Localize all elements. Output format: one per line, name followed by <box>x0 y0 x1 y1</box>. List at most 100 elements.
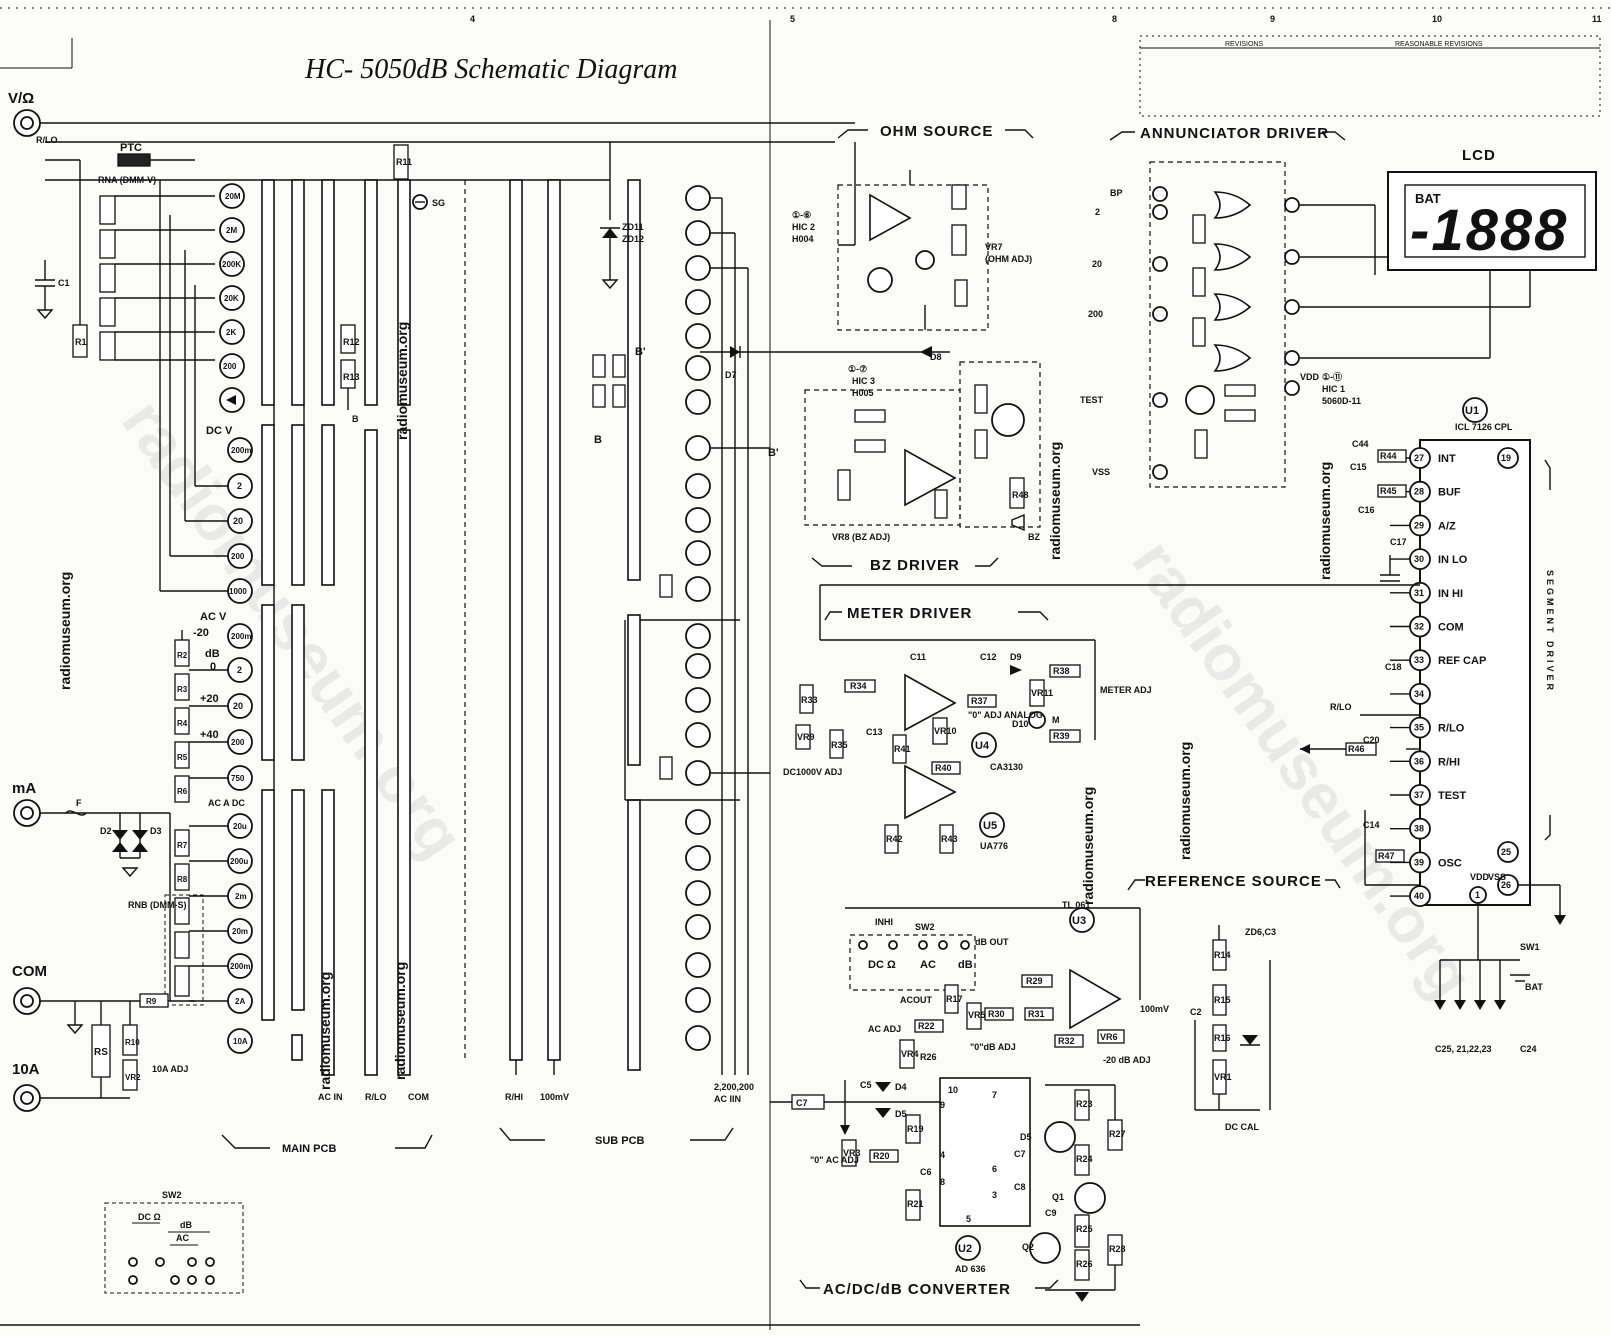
svg-text:R43: R43 <box>941 834 958 844</box>
svg-text:AC ADJ: AC ADJ <box>868 1024 901 1034</box>
svg-text:C20: C20 <box>1363 735 1380 745</box>
printed-watermarks: radiomuseum.org radiomuseum.org radiomus… <box>57 322 1333 1090</box>
svg-text:C7: C7 <box>1014 1149 1026 1159</box>
segment-driver-label: SEGMENT DRIVER <box>1545 570 1555 693</box>
svg-text:R11: R11 <box>396 157 412 167</box>
svg-text:7: 7 <box>992 1090 997 1100</box>
u1-pin-name: BUF <box>1438 487 1461 499</box>
column-numbers: 4 5 8 9 10 11 <box>470 14 1602 24</box>
svg-text:radiomuseum.org: radiomuseum.org <box>1317 462 1333 580</box>
svg-text:C24: C24 <box>1520 1044 1537 1054</box>
u1-pin-number: 40 <box>1414 891 1424 901</box>
svg-text:R34: R34 <box>850 681 867 691</box>
svg-text:radiomuseum.org: radiomuseum.org <box>1080 787 1096 905</box>
svg-text:OHM SOURCE: OHM SOURCE <box>880 123 993 140</box>
svg-text:D4: D4 <box>895 1082 907 1092</box>
svg-text:BAT: BAT <box>1415 191 1441 206</box>
terminal-ma: mA <box>12 780 41 827</box>
svg-text:R24: R24 <box>1076 1154 1093 1164</box>
current-range-pads: AC A DC 20u 200u 2m 20m 200m 2A 10A R7 R… <box>164 798 253 1054</box>
capacitor-c1: C1 <box>35 260 70 320</box>
svg-text:radiomuseum.org: radiomuseum.org <box>1177 742 1193 860</box>
u1-pin-number: 33 <box>1414 655 1424 665</box>
svg-text:SG: SG <box>432 198 445 208</box>
svg-text:①-⑦: ①-⑦ <box>848 364 867 374</box>
svg-text:C5: C5 <box>860 1080 872 1090</box>
db-label: dB <box>205 648 220 660</box>
svg-text:2A: 2A <box>235 997 245 1006</box>
svg-text:20K: 20K <box>224 294 239 303</box>
fuse-and-protection-diodes: F D2 D3 <box>65 798 162 878</box>
svg-text:R39: R39 <box>1053 731 1070 741</box>
svg-text:20m: 20m <box>232 927 248 936</box>
svg-text:R17: R17 <box>946 994 963 1004</box>
terminal-com: COM <box>12 963 47 1015</box>
svg-text:COM: COM <box>12 963 47 980</box>
svg-text:2: 2 <box>237 481 242 491</box>
svg-text:5: 5 <box>966 1214 971 1224</box>
terminal-10a: 10A <box>12 1061 41 1112</box>
resistor-r1 <box>72 324 88 358</box>
svg-text:radiomuseum.org: radiomuseum.org <box>1047 442 1063 560</box>
svg-text:R10: R10 <box>125 1038 140 1047</box>
ohm-source-block: OHM SOURCE ①-⑥ HIC 2 H004 VR7 (OHM ADJ) <box>792 123 1034 331</box>
svg-text:20: 20 <box>233 701 243 711</box>
svg-text:AC/DC/dB CONVERTER: AC/DC/dB CONVERTER <box>823 1281 1011 1298</box>
svg-text:200u: 200u <box>230 857 248 866</box>
svg-text:200: 200 <box>1088 309 1103 319</box>
svg-text:100mV: 100mV <box>1140 1004 1169 1014</box>
svg-text:R31: R31 <box>1028 1009 1045 1019</box>
svg-text:ZD12: ZD12 <box>622 234 644 244</box>
svg-text:VR9: VR9 <box>797 732 815 742</box>
svg-text:V/Ω: V/Ω <box>8 90 34 107</box>
svg-text:R41: R41 <box>894 744 911 754</box>
svg-text:1000: 1000 <box>229 587 247 596</box>
svg-text:Q2: Q2 <box>1022 1242 1034 1252</box>
svg-text:R7: R7 <box>177 841 188 850</box>
svg-text:R1: R1 <box>75 337 87 347</box>
col-num-9: 9 <box>1270 14 1275 24</box>
svg-text:10A: 10A <box>233 1037 248 1046</box>
svg-text:C25, 21,22,23: C25, 21,22,23 <box>1435 1044 1492 1054</box>
svg-text:dB: dB <box>180 1220 192 1230</box>
svg-text:4: 4 <box>940 1150 945 1160</box>
u1-pin-name: A/Z <box>1438 520 1456 532</box>
dcv-range-pads: 200m 2 20 200 1000 <box>159 180 253 604</box>
u1-pin-number: 36 <box>1414 756 1424 766</box>
svg-text:SW1: SW1 <box>1520 942 1540 952</box>
svg-text:DC Ω: DC Ω <box>138 1212 161 1222</box>
lcd-display: LCD BAT -1888 <box>1387 147 1597 271</box>
svg-text:1: 1 <box>1475 890 1480 900</box>
svg-text:R22: R22 <box>918 1021 935 1031</box>
reasonable-revisions-header: REASONABLE REVISIONS <box>1395 41 1483 48</box>
svg-text:25: 25 <box>1501 847 1511 857</box>
svg-text:2M: 2M <box>226 226 237 235</box>
u1-pin-number: 34 <box>1414 689 1424 699</box>
svg-text:VR5: VR5 <box>968 1010 986 1020</box>
u1-pin-number: 37 <box>1414 790 1424 800</box>
u1-pin-name: COM <box>1438 622 1464 634</box>
svg-text:mA: mA <box>12 780 36 797</box>
svg-text:200m: 200m <box>231 446 251 455</box>
svg-text:2K: 2K <box>226 328 236 337</box>
sub-pcb-bottom-labels: R/HI 100mV <box>505 1092 569 1102</box>
terminal-v-ohm: V/Ω <box>8 90 41 137</box>
svg-text:20M: 20M <box>225 192 241 201</box>
svg-text:20u: 20u <box>233 822 247 831</box>
svg-text:TL 061: TL 061 <box>1062 900 1090 910</box>
svg-text:"0"dB ADJ: "0"dB ADJ <box>970 1042 1016 1052</box>
svg-text:R8: R8 <box>177 875 188 884</box>
svg-text:DC CAL: DC CAL <box>1225 1122 1259 1132</box>
col-num-11: 11 <box>1592 14 1602 24</box>
u1-peripherals: R44 R45 C15 C44 C16 C17 C18 C20 R46 C14 … <box>820 439 1420 886</box>
svg-text:R32: R32 <box>1058 1036 1075 1046</box>
svg-text:①-⑥: ①-⑥ <box>792 210 811 220</box>
svg-text:R16: R16 <box>1214 1033 1231 1043</box>
svg-text:D5: D5 <box>895 1109 907 1119</box>
svg-text:2: 2 <box>237 665 242 675</box>
svg-text:R23: R23 <box>1076 1099 1093 1109</box>
col-num-5: 5 <box>790 14 795 24</box>
svg-text:ZD6,C3: ZD6,C3 <box>1245 927 1276 937</box>
svg-text:R4: R4 <box>177 719 188 728</box>
svg-text:radiomuseum.org: radiomuseum.org <box>57 572 73 690</box>
